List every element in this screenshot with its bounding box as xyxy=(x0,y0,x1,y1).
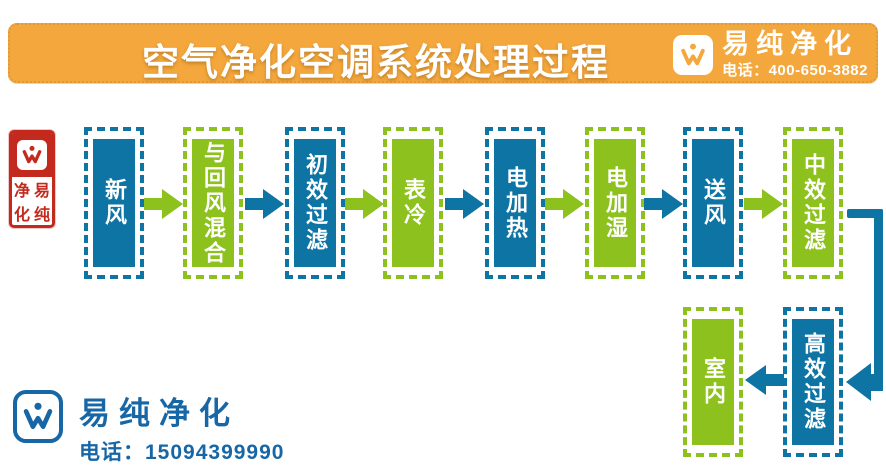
seal-logo-area xyxy=(12,133,52,177)
node-electric-heating: 电加热 xyxy=(485,127,545,279)
header-brand-phone: 电话：400-650-3882 xyxy=(722,62,868,80)
node-return-air-mix: 与回风混合 xyxy=(183,127,243,279)
node-label: 新风 xyxy=(93,139,135,267)
node-label: 高效过滤 xyxy=(792,319,834,445)
node-medium-filter: 中效过滤 xyxy=(783,127,843,279)
footer-brand-phone: 电话：15094399990 xyxy=(79,441,285,464)
flow-connector-elbow xyxy=(843,205,886,405)
page-title: 空气净化空调系统处理过程 xyxy=(142,42,610,83)
node-label: 电加湿 xyxy=(594,139,636,267)
flow-arrow-right-icon xyxy=(545,188,585,220)
header-banner: 空气净化空调系统处理过程 易纯净化 电话：400-650-3882 xyxy=(8,23,878,83)
node-supply-air: 送风 xyxy=(683,127,743,279)
seal-char: 化 xyxy=(13,207,30,224)
seal-logo-icon xyxy=(17,140,47,170)
flow-arrow-right-icon xyxy=(144,188,184,220)
node-label: 室内 xyxy=(692,319,734,445)
node-indoor: 室内 xyxy=(683,307,743,457)
node-label: 电加热 xyxy=(494,139,536,267)
flow-arrow-right-icon xyxy=(345,188,385,220)
node-surface-cooling: 表冷 xyxy=(383,127,443,279)
node-label: 初效过滤 xyxy=(294,139,336,267)
node-label: 送风 xyxy=(692,139,734,267)
node-hepa-filter: 高效过滤 xyxy=(783,307,843,457)
seal-characters: 净 易 化 纯 xyxy=(12,177,52,225)
node-label: 中效过滤 xyxy=(792,139,834,267)
seal-char: 易 xyxy=(33,183,50,200)
brand-logo-icon xyxy=(673,35,714,76)
footer-brand: 易纯净化 电话：15094399990 xyxy=(13,388,284,466)
node-fresh-air: 新风 xyxy=(84,127,144,279)
node-label: 与回风混合 xyxy=(192,139,234,267)
header-brand-name: 易纯净化 xyxy=(722,29,859,59)
header-brand-text: 易纯净化 电话：400-650-3882 xyxy=(722,30,868,80)
company-seal: 净 易 化 纯 xyxy=(9,130,55,228)
seal-char: 净 xyxy=(13,183,30,200)
flow-arrow-left-icon xyxy=(744,364,784,396)
flow-arrow-right-icon xyxy=(744,188,784,220)
node-label: 表冷 xyxy=(392,139,434,267)
flow-arrow-right-icon xyxy=(445,188,485,220)
node-primary-filter: 初效过滤 xyxy=(285,127,345,279)
footer-brand-name: 易纯净化 xyxy=(79,396,239,431)
node-electric-humidifying: 电加湿 xyxy=(585,127,645,279)
footer-brand-text: 易纯净化 电话：15094399990 xyxy=(79,388,284,466)
flow-arrow-right-icon xyxy=(245,188,285,220)
seal-char: 纯 xyxy=(33,207,50,224)
flow-arrow-right-icon xyxy=(644,188,684,220)
footer-logo-icon xyxy=(13,390,63,443)
header-brand: 易纯净化 电话：400-650-3882 xyxy=(673,30,868,80)
